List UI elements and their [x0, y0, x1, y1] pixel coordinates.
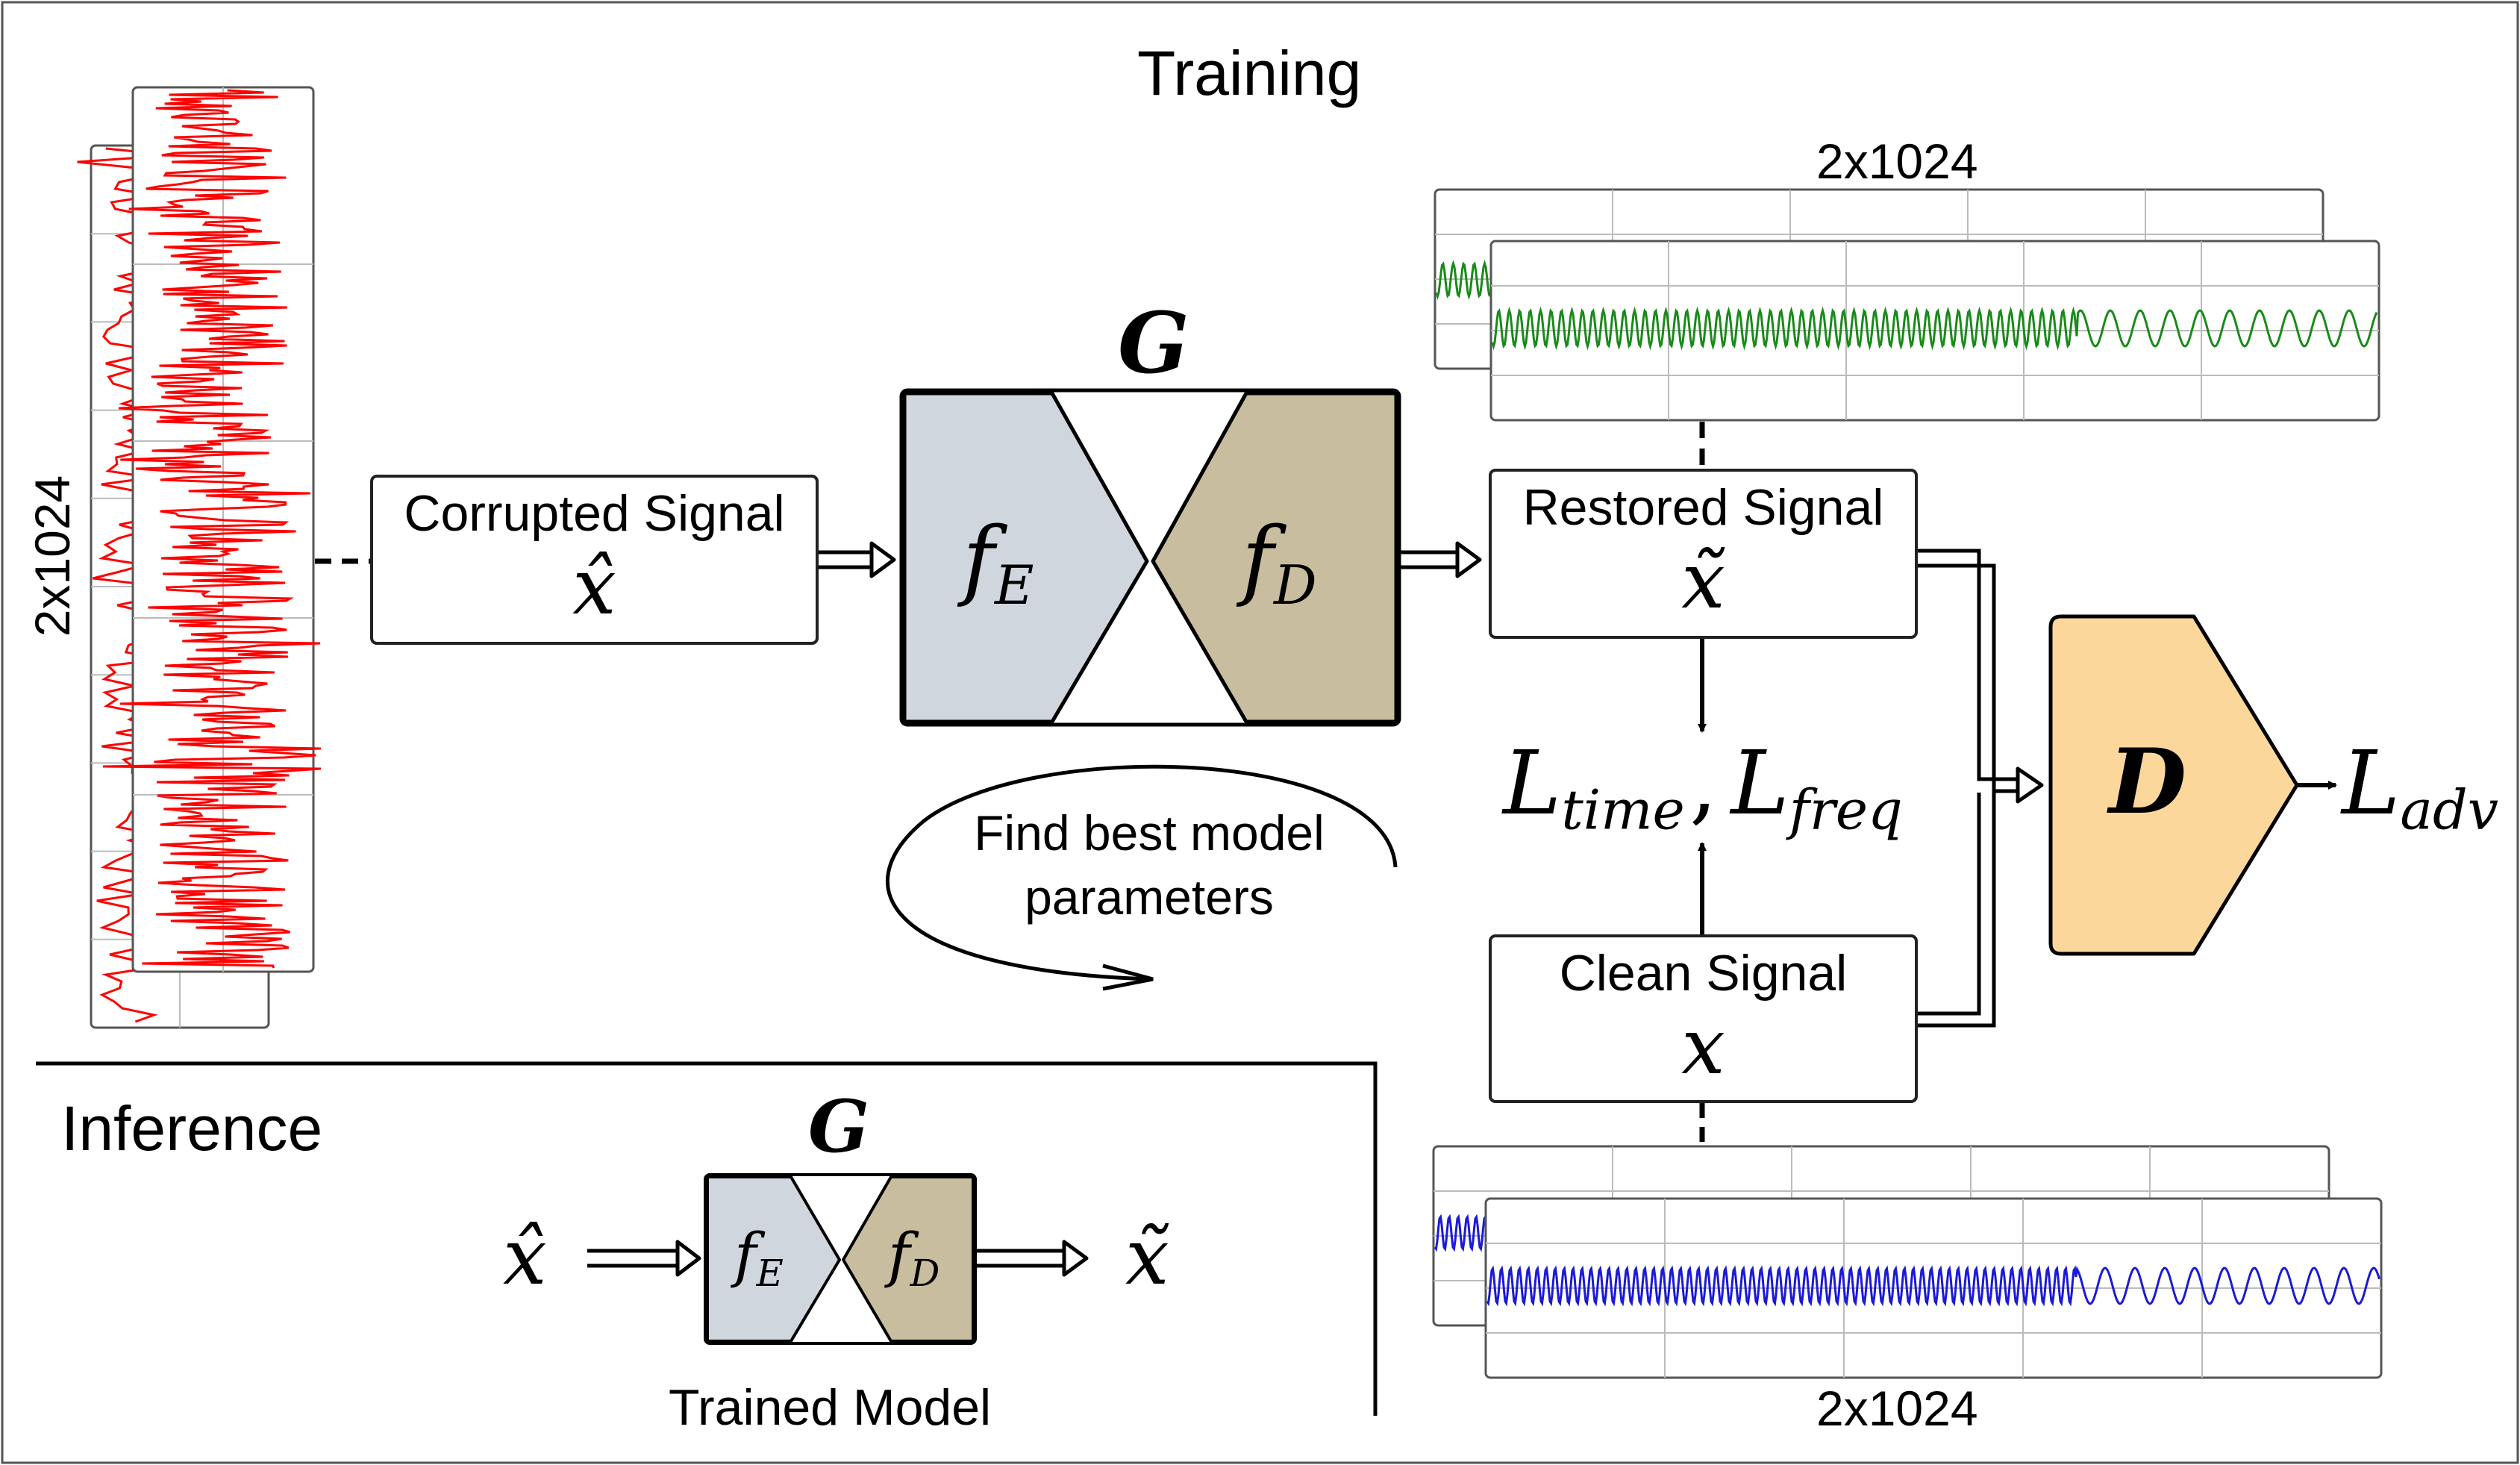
inference-panel-border	[36, 1061, 1378, 1416]
inference-decoder-label: fD	[888, 1220, 940, 1295]
arrow-inference-output	[977, 1240, 1089, 1277]
inference-generator-label: G	[808, 1084, 869, 1169]
adversarial-loss-label: Ladv	[2342, 731, 2499, 843]
arrow-inference-input	[587, 1240, 701, 1277]
discriminator-shape	[2048, 614, 2299, 956]
inference-generator-block	[704, 1173, 977, 1345]
optimization-loop-arrowhead	[1102, 963, 1154, 991]
clean-signal-box: Clean Signal x	[1489, 934, 1918, 1103]
corrupted-dim-label: 2x1024	[25, 475, 80, 637]
encoder-label: fE	[963, 509, 1034, 617]
inference-encoder-shape	[706, 1175, 841, 1343]
reconstruction-loss-label: Ltime,Lfreq	[1503, 731, 1903, 843]
trained-model-label: Trained Model	[669, 1379, 992, 1436]
discriminator-label: D	[2109, 729, 2187, 834]
optimization-loop-arrow	[885, 764, 1398, 981]
restored-signal-title: Restored Signal	[1522, 479, 1884, 536]
corrupted-signal-plot-front	[102, 86, 322, 973]
decoder-label: fD	[1242, 509, 1317, 617]
restored-signal-symbol: x̃	[1681, 535, 1725, 626]
arrow-restored-to-discriminator	[1918, 549, 2019, 793]
clean-dim-label: 2x1024	[1816, 1381, 1978, 1436]
encoder-shape	[902, 391, 1149, 724]
generator-block	[899, 388, 1401, 727]
arrow-generator-to-restored	[1401, 541, 1482, 578]
clean-signal-title: Clean Signal	[1559, 945, 1848, 1002]
clean-signal-plot-front	[1484, 1197, 2383, 1379]
inference-decoder-shape	[842, 1175, 975, 1343]
corrupted-signal-box: Corrupted Signal x̂	[370, 475, 819, 645]
restored-signal-plot-front	[1489, 240, 2380, 422]
restored-signal-box: Restored Signal x̃	[1489, 469, 1918, 639]
inference-title: Inference	[61, 1093, 323, 1163]
restored-dim-label: 2x1024	[1816, 134, 1978, 189]
inference-encoder-label: fE	[734, 1220, 784, 1295]
decoder-shape	[1151, 391, 1398, 724]
inference-output-symbol: x̃	[1125, 1211, 1169, 1302]
generator-label: G	[1118, 295, 1189, 393]
inference-input-symbol: x̂	[503, 1211, 547, 1302]
training-title: Training	[1137, 38, 1362, 108]
arrow-clean-to-discriminator	[1918, 766, 2044, 1028]
clean-signal-symbol: x	[1681, 1001, 1725, 1092]
loop-text: Find best model parameters	[974, 805, 1325, 925]
corrupted-signal-symbol: x̂	[572, 541, 616, 632]
arrow-corrupted-to-generator	[819, 541, 896, 578]
corrupted-signal-title: Corrupted Signal	[404, 485, 785, 542]
